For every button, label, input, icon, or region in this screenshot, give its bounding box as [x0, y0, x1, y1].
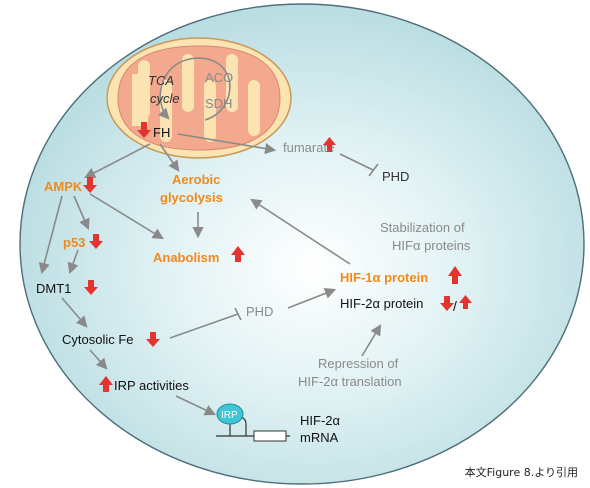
- phd-mid-label: PHD: [246, 304, 273, 319]
- inhibit-fumarate-phd: [339, 153, 374, 171]
- hif1a-up-arrow: [448, 266, 462, 284]
- arrow-fh-to-glycolysis: [159, 143, 180, 172]
- irp-mrna-complex: IRP: [216, 403, 290, 442]
- fumarate-up-arrow: [323, 137, 336, 152]
- arrow-fh-to-ampk: [84, 143, 151, 179]
- hif2a-slash: /: [453, 298, 457, 314]
- glycolysis-label-1: Aerobic: [172, 172, 220, 187]
- hif1a-protein-label: HIF-1α protein: [340, 270, 428, 285]
- p53-label: p53: [63, 235, 85, 250]
- hif2a-up-arrow: [459, 295, 472, 309]
- irp-protein: [216, 403, 244, 425]
- dmt1-down-arrow: [84, 280, 98, 295]
- anabolism-label: Anabolism: [153, 250, 219, 265]
- p53-down-arrow: [89, 234, 103, 249]
- fh-label: FH: [153, 125, 170, 140]
- inhibit-cytosolic-fe-phd: [169, 313, 239, 339]
- stabilization-label-1: Stabilization of: [380, 220, 465, 235]
- fh-down-arrow: [137, 122, 151, 138]
- tca-cycle-label-line2: cycle: [150, 91, 180, 106]
- phd-top-label: PHD: [382, 169, 409, 184]
- dmt1-label: DMT1: [36, 281, 71, 296]
- tca-cycle-label: TCA cycle: [148, 73, 180, 106]
- arrow-repression-to-hif2a: [361, 324, 382, 357]
- irp-activities-up-arrow: [99, 376, 113, 392]
- irp-label: IRP: [221, 410, 238, 421]
- arrow-cytosolic-fe-to-irp: [89, 349, 108, 370]
- arrow-phd-mid-to-hif: [287, 288, 337, 309]
- red-indicator-arrows: [83, 122, 472, 392]
- glycolysis-label-2: glycolysis: [160, 190, 223, 205]
- arrow-p53-to-dmt1: [67, 249, 79, 275]
- arrow-hif1a-to-glycolysis: [250, 198, 351, 265]
- arrow-ampk-to-p53: [73, 195, 90, 231]
- anabolism-up-arrow: [231, 246, 245, 262]
- pathway-arrows: [38, 133, 382, 416]
- arrow-ampk-to-dmt1: [38, 195, 63, 275]
- cytosolic-fe-label: Cytosolic Fe: [62, 332, 134, 347]
- cell-body: [19, 3, 585, 485]
- stabilization-label-2: HIFα proteins: [392, 238, 471, 253]
- tca-cycle-arrow: [157, 57, 231, 121]
- arrow-dmt1-to-cytosolic-fe: [61, 297, 88, 328]
- ampk-label: AMPK: [44, 179, 83, 194]
- repression-label-2: HIF-2α translation: [298, 374, 402, 389]
- arrow-ampk-to-anabolism: [89, 193, 164, 240]
- aco-label: ACO: [205, 70, 233, 85]
- fumarate-label: fumarate: [283, 140, 334, 155]
- hif2a-protein-label: HIF-2α protein: [340, 296, 423, 311]
- arrow-irp-to-mrna: [175, 395, 217, 416]
- arrow-fh-to-fumarate: [177, 133, 277, 155]
- mitochondrion: [106, 37, 292, 159]
- sdh-label: SDH: [205, 96, 232, 111]
- cytosolic-fe-down-arrow: [146, 332, 160, 347]
- ampk-down-arrow: [83, 177, 97, 193]
- irp-activities-label: IRP activities: [114, 378, 189, 393]
- hif2a-mrna-label-1: HIF-2α: [300, 413, 341, 428]
- hif2a-mrna-label-2: mRNA: [300, 430, 339, 445]
- hif2a-down-arrow: [440, 296, 454, 311]
- source-caption: 本文Figure 8.より引用: [464, 466, 578, 479]
- repression-label-1: Repression of: [318, 356, 399, 371]
